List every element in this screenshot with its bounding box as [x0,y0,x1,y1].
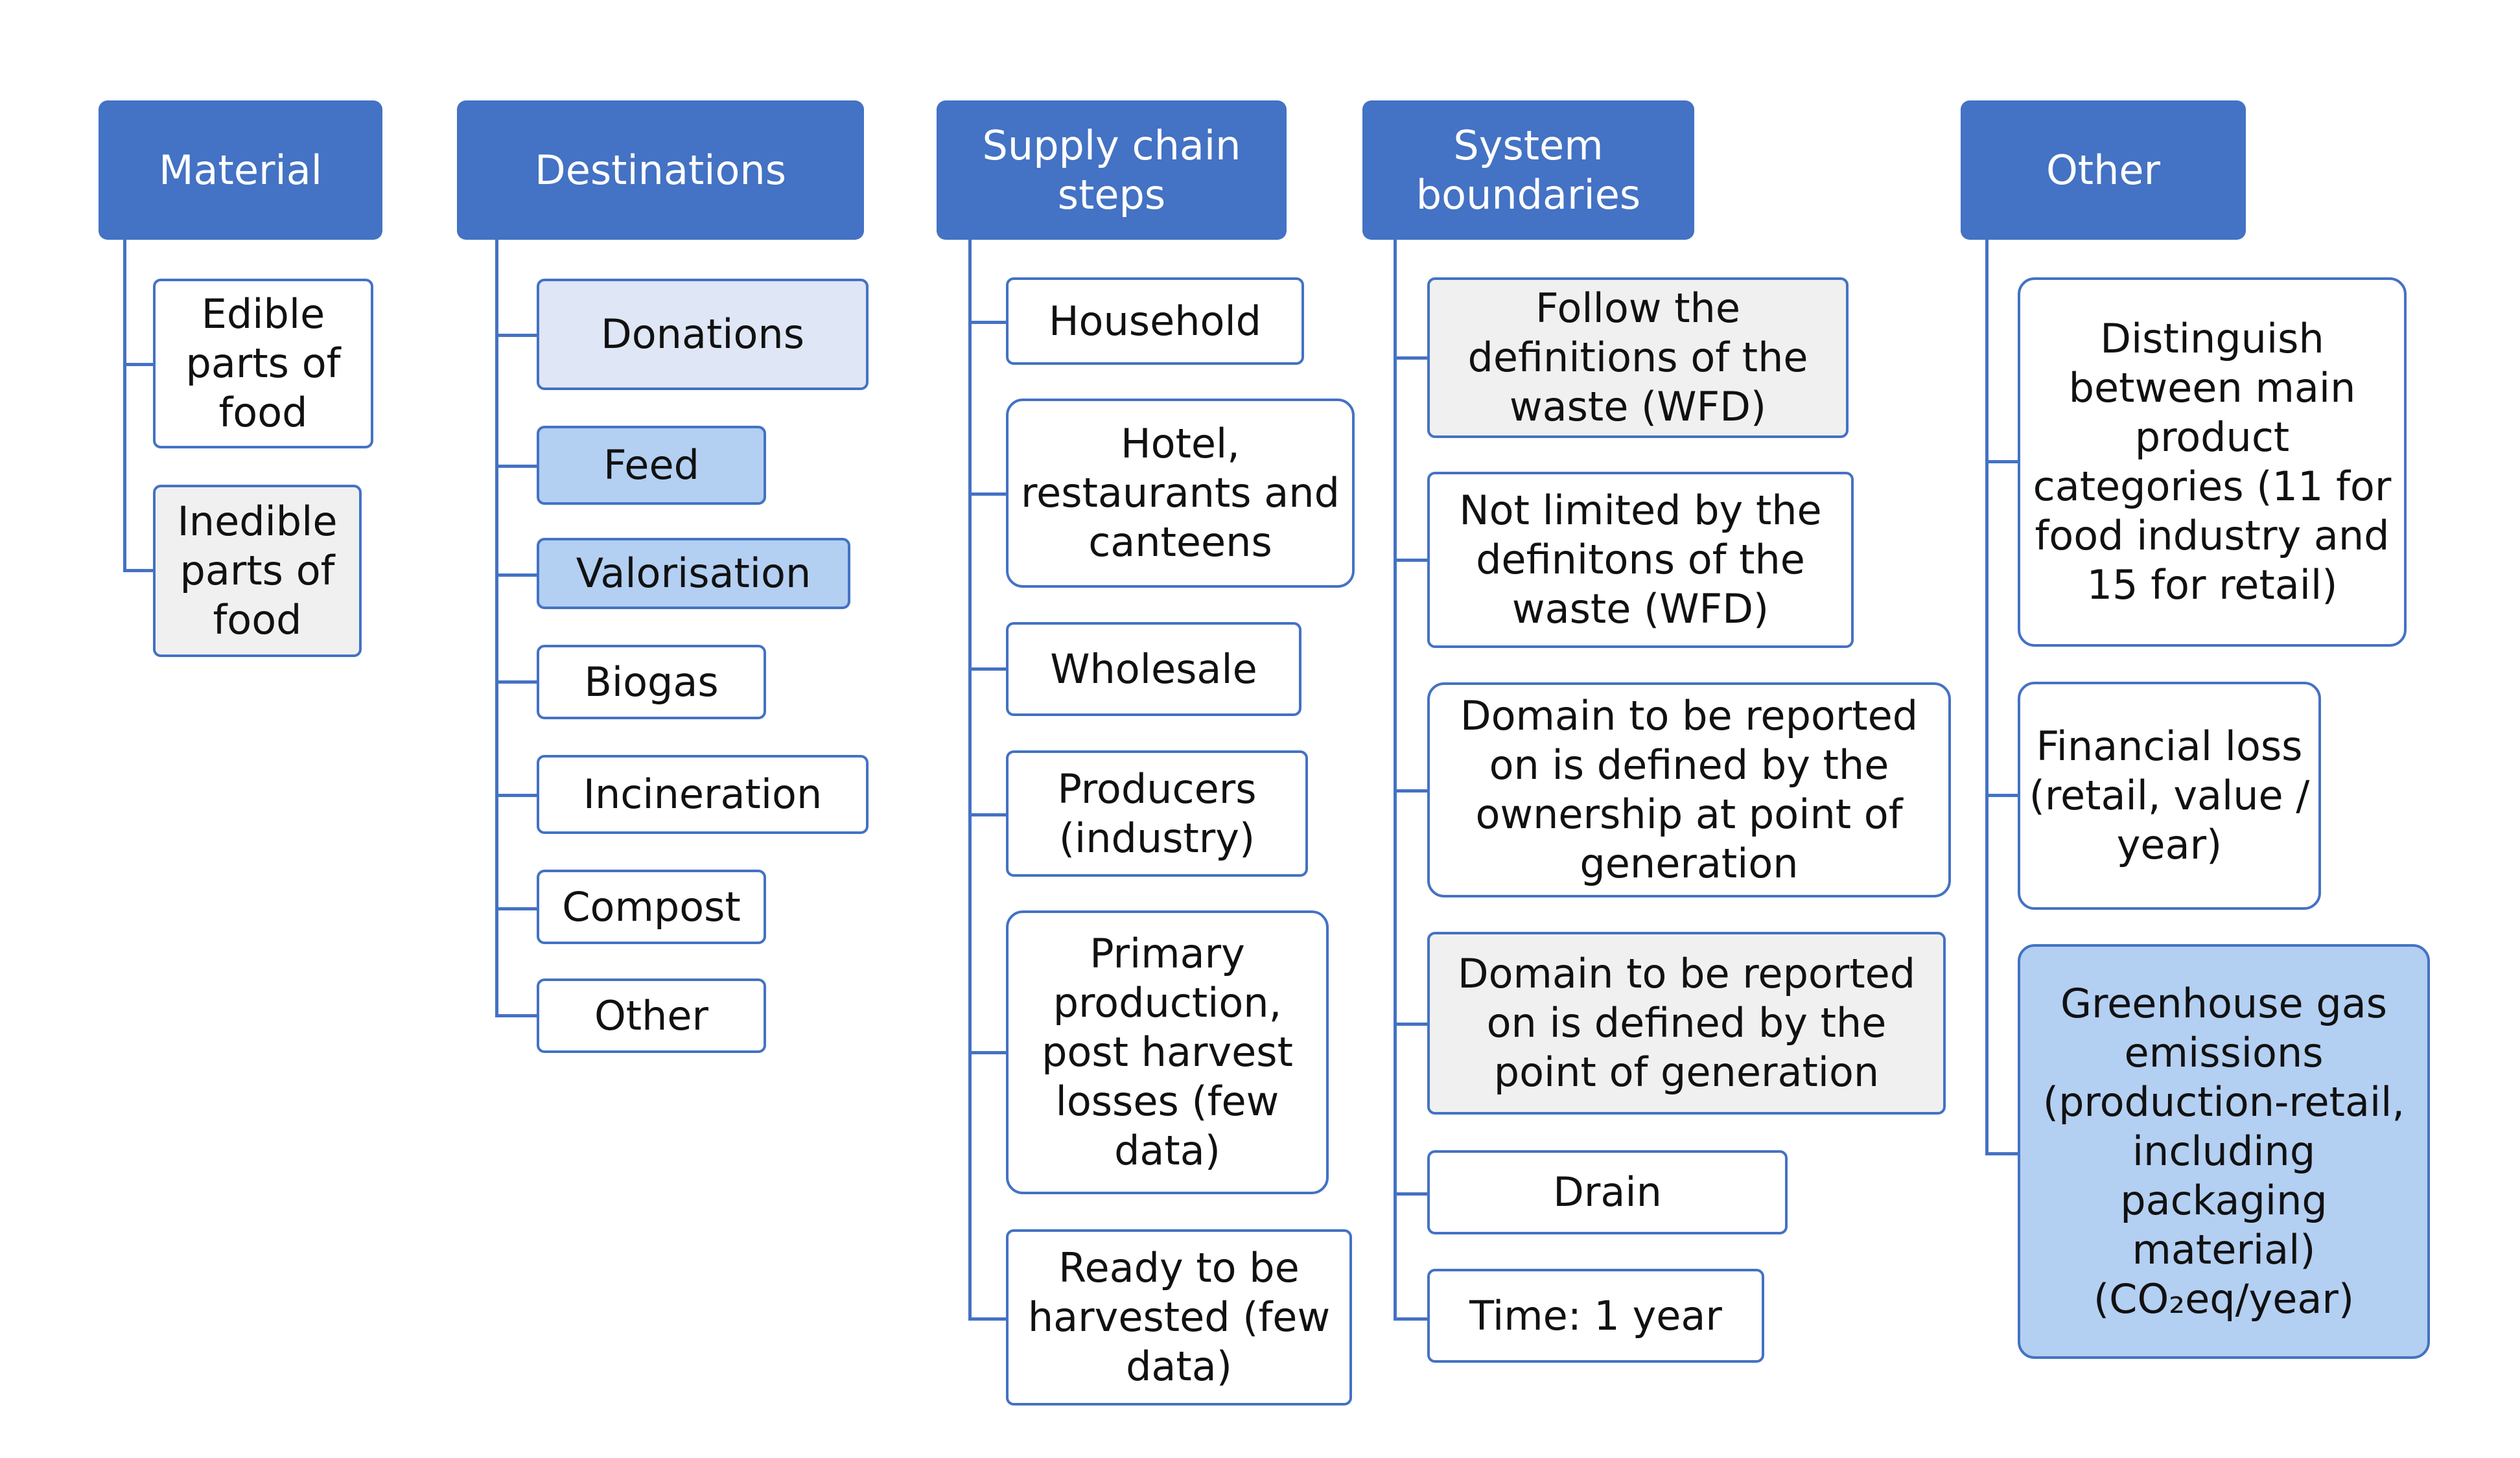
item-wholesale: Wholesale [1006,622,1301,716]
header-destinations: Destinations [457,100,864,240]
connector-branch [1985,794,2019,797]
connector-trunk-system-boundaries [1394,240,1397,1321]
item-drain: Drain [1427,1150,1788,1234]
item-primary-production: Primary production, post harvest losses … [1006,910,1329,1194]
connector-branch [495,1014,538,1017]
connector-branch [1394,1192,1429,1196]
connector-branch [495,907,538,910]
item-not-limited-by-wfd: Not limited by the definitons of the was… [1427,472,1854,648]
item-ready-to-be-harvested: Ready to be harvested (few data) [1006,1229,1352,1406]
item-greenhouse-gas-emissions: Greenhouse gas emissions (production-ret… [2018,944,2430,1359]
header-system-boundaries: System boundaries [1362,100,1694,240]
connector-branch [968,667,1007,671]
header-other: Other [1961,100,2246,240]
item-domain-ownership: Domain to be reported on is defined by t… [1427,682,1951,897]
connector-branch [968,321,1007,324]
item-valorisation: Valorisation [537,538,850,609]
connector-branch [1985,460,2019,463]
item-incineration: Incineration [537,755,869,834]
connector-branch [968,492,1007,496]
greenhouse-gas-text: Greenhouse gas emissions (production-ret… [2042,980,2405,1323]
item-other-destination: Other [537,978,766,1053]
connector-trunk-other [1985,240,1989,1155]
connector-branch [1394,356,1429,360]
connector-branch [968,1317,1007,1321]
item-household: Household [1006,277,1304,365]
connector-branch [1394,559,1429,562]
header-material: Material [99,100,382,240]
item-follow-wfd-definitions: Follow the definitions of the waste (WFD… [1427,277,1849,438]
item-edible-parts-of-food: Edible parts of food [153,279,373,448]
connector-branch [495,794,538,797]
connector-branch [495,680,538,684]
header-supply-chain-steps: Supply chain steps [937,100,1287,240]
connector-trunk-destinations [495,240,498,1017]
item-compost: Compost [537,870,766,944]
item-feed: Feed [537,426,766,505]
item-domain-point-of-generation: Domain to be reported on is defined by t… [1427,932,1946,1115]
connector-branch [968,813,1007,816]
item-producers-industry: Producers (industry) [1006,750,1308,877]
connector-branch [495,573,538,577]
connector-branch [1985,1152,2019,1155]
item-distinguish-product-categories: Distinguish between main product categor… [2018,277,2407,647]
connector-branch [123,569,154,572]
connector-branch [1394,1317,1429,1321]
connector-branch [495,465,538,468]
item-financial-loss: Financial loss (retail, value / year) [2018,682,2321,910]
item-inedible-parts-of-food: Inedible parts of food [153,485,362,657]
item-time-1-year: Time: 1 year [1427,1269,1764,1363]
connector-branch [1394,1023,1429,1026]
item-biogas: Biogas [537,645,766,719]
item-hotel-restaurants-canteens: Hotel, restaurants and canteens [1006,399,1355,588]
connector-branch [968,1051,1007,1054]
connector-branch [1394,789,1429,793]
item-donations: Donations [537,279,869,390]
connector-trunk-supply-chain [968,240,972,1321]
connector-trunk-material [123,240,126,572]
connector-branch [123,363,154,366]
connector-branch [495,334,538,337]
